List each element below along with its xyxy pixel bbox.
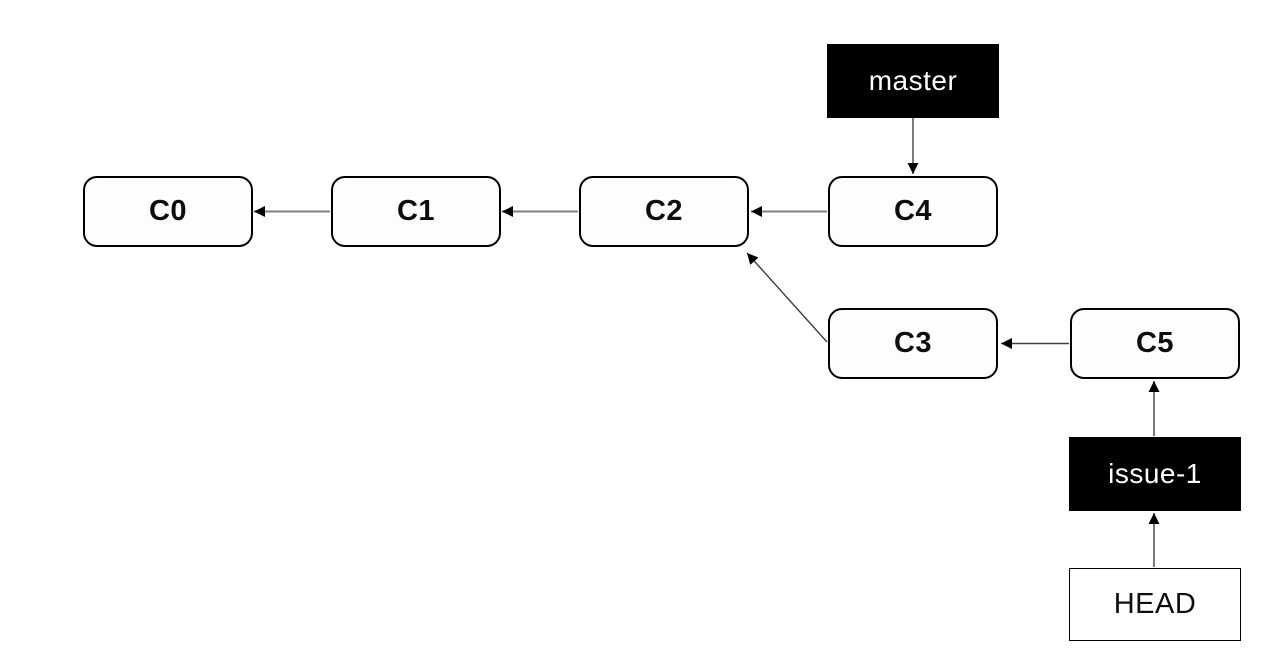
commit-node-c4: C4 [828, 176, 998, 247]
commit-node-c5: C5 [1070, 308, 1240, 379]
commit-label-c5: C5 [1135, 327, 1175, 359]
commit-node-c3: C3 [828, 308, 998, 379]
edge-c3-to-c2 [746, 252, 828, 343]
commit-label-c3: C3 [893, 327, 933, 359]
branch-label-master: master [868, 65, 958, 96]
commit-node-c2: C2 [579, 176, 749, 247]
head-ref: HEAD [1069, 568, 1241, 641]
commit-label-c2: C2 [644, 195, 684, 227]
commit-node-c0: C0 [83, 176, 253, 247]
commit-label-c0: C0 [148, 195, 188, 227]
branch-ref-issue-1: issue-1 [1069, 437, 1241, 511]
commit-label-c4: C4 [893, 195, 933, 227]
branch-label-issue-1: issue-1 [1108, 458, 1202, 489]
head-label: HEAD [1113, 588, 1197, 620]
commit-label-c1: C1 [396, 195, 436, 227]
commit-node-c1: C1 [331, 176, 501, 247]
branch-ref-master: master [827, 44, 999, 118]
